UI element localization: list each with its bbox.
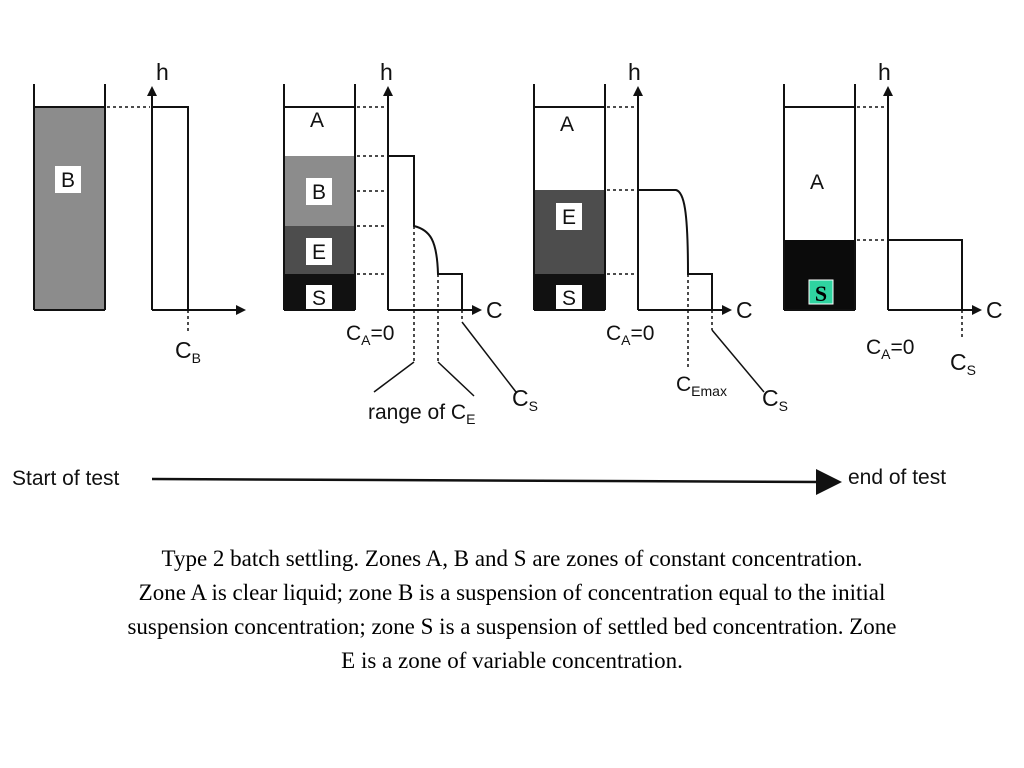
zone-b-fill	[34, 107, 105, 310]
concentration-plot-2: h C CA=0 range of CE CS	[346, 59, 538, 427]
concentration-plot-3: h C CA=0 CEmax CS	[606, 59, 788, 414]
profile-line	[152, 106, 189, 310]
cs-label: CS	[512, 385, 538, 414]
zone-a-label: A	[810, 171, 824, 194]
caption-line-2: Zone A is clear liquid; zone B is a susp…	[138, 580, 886, 605]
zone-a-label: A	[310, 109, 324, 132]
stage-2: A B E S h C CA=0	[283, 59, 538, 427]
settling-diagram: B h CB A B E S	[12, 59, 1003, 495]
timeline-arrowhead	[816, 469, 842, 495]
h-axis-label: h	[878, 59, 891, 85]
stage-3: A E S h C CA=0 CEmax CS	[533, 59, 788, 414]
zone-b-label: B	[312, 181, 326, 204]
figure-caption: Type 2 batch settling. Zones A, B and S …	[30, 542, 994, 678]
zone-e-label: E	[312, 241, 326, 264]
ca-zero-label: CA=0	[346, 322, 394, 348]
zone-a-label: A	[560, 113, 574, 136]
cs-label: CS	[762, 385, 788, 414]
cs-label: CS	[950, 349, 976, 378]
zone-e-label: E	[562, 206, 576, 229]
cylinder-2: A B E S	[283, 84, 356, 311]
caption-line-1: Type 2 batch settling. Zones A, B and S …	[161, 546, 863, 571]
ca-zero-label: CA=0	[606, 322, 654, 348]
profile-line	[888, 239, 963, 310]
zone-s-label: S	[562, 287, 576, 310]
timeline-arrow	[151, 477, 823, 484]
profile-line	[638, 189, 713, 310]
zone-e-fill	[534, 190, 605, 274]
ca-zero-label: CA=0	[866, 336, 914, 362]
h-axis-label: h	[628, 59, 641, 85]
zone-s-label: S	[312, 287, 326, 310]
h-axis-label: h	[156, 59, 169, 85]
caption-line-4: E is a zone of variable concentration.	[341, 648, 683, 673]
zone-s-label: S	[815, 281, 827, 306]
timeline-end-label: end of test	[848, 466, 946, 489]
cylinder-3: A E S	[533, 84, 606, 311]
stage-1: B h CB	[33, 59, 246, 366]
timeline-start-label: Start of test	[12, 467, 120, 490]
c-axis-label: C	[986, 297, 1003, 323]
concentration-plot-1: h CB	[147, 59, 246, 366]
cylinder-1: B	[33, 84, 106, 311]
zone-s-highlight	[808, 279, 834, 305]
timeline: Start of test end of test	[12, 466, 946, 495]
cylinder-4: A S	[783, 84, 856, 311]
cb-label: CB	[175, 337, 201, 366]
concentration-plot-4: h C CA=0 CS	[866, 59, 1003, 378]
zone-b-label: B	[61, 169, 75, 192]
c-axis-label: C	[486, 297, 503, 323]
c-axis-label: C	[736, 297, 753, 323]
caption-line-3: suspension concentration; zone S is a su…	[127, 614, 897, 639]
cemax-label: CEmax	[676, 373, 727, 399]
profile-line	[388, 155, 463, 310]
range-ce-label: range of CE	[368, 401, 475, 427]
h-axis-label: h	[380, 59, 393, 85]
stage-4: A S h C CA=0 CS	[783, 59, 1003, 378]
